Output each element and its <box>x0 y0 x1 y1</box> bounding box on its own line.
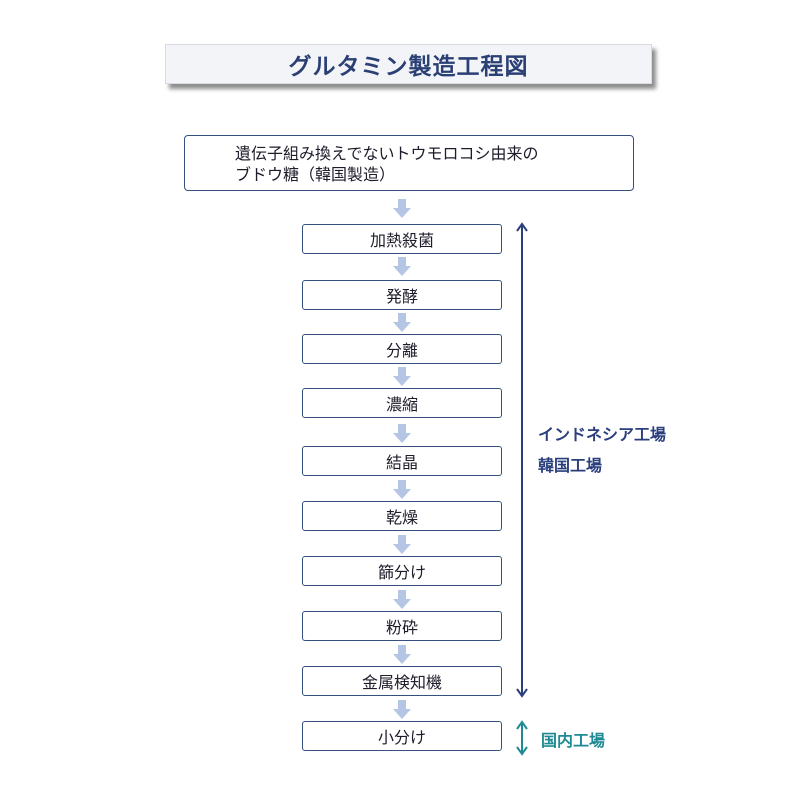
down-arrow-icon <box>393 424 411 443</box>
process-step: 小分け <box>302 721 502 751</box>
domestic-range-double-arrow-icon <box>516 720 528 756</box>
factory-domestic-label: 国内工場 <box>541 731 606 750</box>
process-step-label: 粉砕 <box>385 618 418 637</box>
down-arrow-icon <box>393 313 411 332</box>
process-step-label: 結晶 <box>385 453 418 472</box>
process-step: 濃縮 <box>302 388 502 418</box>
process-step-label: 加熱殺菌 <box>369 231 434 250</box>
process-step: 分離 <box>302 334 502 364</box>
process-step: 加熱殺菌 <box>302 224 502 254</box>
down-arrow-icon <box>393 480 411 499</box>
process-step: 金属検知機 <box>302 666 502 696</box>
process-step: 結晶 <box>302 446 502 476</box>
process-step: 篩分け <box>302 556 502 586</box>
source-line-2: ブドウ糖（韓国製造） <box>235 165 396 184</box>
title-banner: グルタミン製造工程図 <box>165 44 652 84</box>
process-step-label: 発酵 <box>385 287 418 306</box>
factory-overseas-line-1: インドネシア工場 <box>538 425 667 444</box>
process-step-label: 濃縮 <box>385 395 418 414</box>
process-step-label: 乾燥 <box>385 508 418 527</box>
down-arrow-icon <box>393 590 411 609</box>
diagram-title: グルタミン製造工程図 <box>288 54 529 80</box>
down-arrow-icon <box>393 199 411 218</box>
process-step-label: 金属検知機 <box>361 673 442 692</box>
source-line-1: 遺伝子組み換えでないトウモロコシ由来の <box>235 144 539 163</box>
factory-overseas-line-2: 韓国工場 <box>538 456 603 475</box>
overseas-range-double-arrow-icon <box>516 222 528 698</box>
process-step: 粉砕 <box>302 611 502 641</box>
source-material-box: 遺伝子組み換えでないトウモロコシ由来の ブドウ糖（韓国製造） <box>184 135 634 191</box>
process-step-label: 分離 <box>385 341 418 360</box>
down-arrow-icon <box>393 535 411 554</box>
process-step: 発酵 <box>302 280 502 310</box>
down-arrow-icon <box>393 367 411 386</box>
process-step: 乾燥 <box>302 501 502 531</box>
down-arrow-icon <box>393 257 411 276</box>
down-arrow-icon <box>393 645 411 664</box>
process-step-label: 小分け <box>377 728 426 747</box>
process-step-label: 篩分け <box>377 563 426 582</box>
down-arrow-icon <box>393 700 411 719</box>
